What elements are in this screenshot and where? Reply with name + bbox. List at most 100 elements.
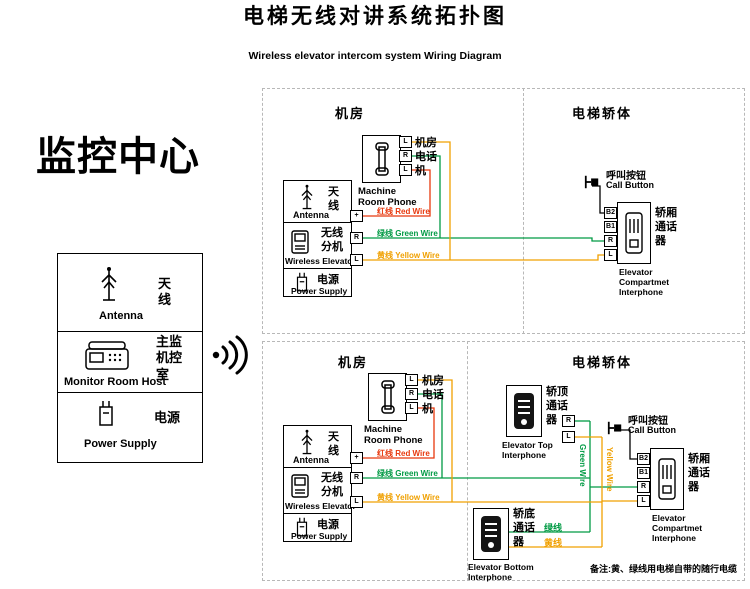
- terminal: B1: [637, 467, 650, 479]
- yellow-wire-vertical-label: Yellow Wire: [605, 447, 614, 492]
- bottom-wireless-unit-en: Wireless Elevator: [285, 501, 356, 511]
- bottom-compartment-interphone-en2: Compartmet: [652, 523, 703, 533]
- speaker-icon: [481, 516, 501, 552]
- terminal: R: [350, 472, 363, 484]
- wire-green-top-branch: [412, 155, 441, 238]
- monitor-host-label-en: Monitor Room Host: [64, 376, 167, 388]
- green-wire-vertical-label: Green Wire: [578, 444, 587, 487]
- region-bottom: [262, 341, 745, 581]
- terminal: R: [562, 415, 575, 427]
- top-compartment-interphone-en1: Elevator: [619, 267, 653, 277]
- monitor-antenna-label-zh: 天线: [158, 276, 172, 308]
- terminal: L: [405, 374, 418, 386]
- top-machine-room-phone-box: [362, 135, 401, 183]
- red-wire-label: 红线 Red Wire: [377, 449, 430, 458]
- top-wireless-antenna-en: Antenna: [293, 210, 329, 220]
- divider: [283, 467, 352, 468]
- terminal: +: [350, 452, 363, 464]
- bottom-machine-room-label: 机房: [338, 355, 369, 370]
- call-button-icon: [607, 421, 622, 435]
- terminal: L: [405, 402, 418, 414]
- bottom-wireless-power-en: Power Supply: [291, 531, 348, 541]
- yellow-stub-label: 黄线: [544, 538, 563, 548]
- bottom-compartment-interphone-en3: Interphone: [652, 533, 696, 543]
- wire-green-bottom-branch: [418, 393, 443, 478]
- wire-red-bottom: [363, 407, 435, 459]
- top-call-button-zh: 呼叫按钮: [606, 171, 646, 182]
- page-subtitle: Wireless elevator intercom system Wiring…: [248, 50, 502, 62]
- footnote: 备注:黄、绿线用电梯自带的随行电缆: [590, 564, 737, 574]
- green-stub-label: 绿线: [544, 523, 563, 533]
- top-call-button-en: Call Button: [606, 180, 654, 190]
- monitor-center-panel: [57, 253, 203, 463]
- elevator-bottom-interphone-zh: 轿底通话器: [513, 508, 535, 548]
- terminal: L: [350, 254, 363, 266]
- antenna-icon: [301, 429, 313, 455]
- wireless-extension-icon: [291, 474, 309, 498]
- terminal: +: [350, 210, 363, 222]
- top-wireless-power-zh: 电源: [317, 274, 339, 286]
- bottom-machine-room-phone-box: [368, 373, 407, 421]
- top-compartment-interphone-en2: Compartmet: [619, 277, 670, 287]
- antenna-icon: [101, 267, 117, 301]
- wireless-signal-icon: [212, 335, 248, 375]
- terminal: R: [399, 150, 412, 162]
- yellow-wire-label: 黄线 Yellow Wire: [377, 493, 440, 502]
- wire-yellow-top-main: [363, 254, 604, 261]
- wire-green-top-main: [363, 237, 604, 242]
- top-wireless-extension-zh: 无线分机: [321, 227, 343, 253]
- terminal: R: [604, 235, 617, 247]
- call-button-icon: [584, 175, 599, 189]
- terminal: B2: [604, 207, 617, 219]
- top-machine-room-phone-en: Machine Room Phone: [358, 186, 417, 209]
- bottom-machine-room-phone-zh: 机房电话机: [422, 375, 444, 415]
- terminal: R: [405, 388, 418, 400]
- terminal: R: [637, 481, 650, 493]
- region-bottom-divider: [467, 341, 468, 581]
- top-wireless-power-en: Power Supply: [291, 286, 348, 296]
- bottom-wireless-antenna-zh: 天线: [328, 431, 339, 457]
- wire-callbutton-top: [592, 185, 604, 214]
- terminal: R: [350, 232, 363, 244]
- wire-callbutton-bottom: [614, 429, 637, 460]
- elevator-top-interphone-zh: 轿顶通话器: [546, 386, 568, 426]
- desk-phone-icon: [85, 341, 129, 370]
- elevator-top-interphone-en: Elevator Top Interphone: [502, 440, 553, 461]
- region-top: [262, 88, 745, 334]
- divider: [283, 268, 352, 269]
- monitor-power-label-en: Power Supply: [84, 438, 157, 450]
- terminal: B1: [604, 221, 617, 233]
- bottom-wireless-extension-zh: 无线分机: [321, 472, 343, 498]
- top-machine-room-phone-zh: 机房电话机: [415, 137, 437, 177]
- yellow-wire-label: 黄线 Yellow Wire: [377, 251, 440, 260]
- green-wire-label: 绿线 Green Wire: [377, 229, 438, 238]
- bottom-machine-room-phone-en: Machine Room Phone: [364, 424, 423, 447]
- terminal: B2: [637, 453, 650, 465]
- wire-yellow-bottom-branch: [418, 379, 453, 502]
- terminal: L: [350, 496, 363, 508]
- power-adapter-icon: [296, 517, 308, 537]
- elevator-bottom-interphone-box: [473, 508, 509, 560]
- bottom-call-button-zh: 呼叫按钮: [628, 416, 668, 427]
- bottom-compartment-interphone-en1: Elevator: [652, 513, 686, 523]
- wire-yellow-top-branch: [412, 141, 451, 260]
- power-adapter-icon: [296, 272, 308, 292]
- region-top-divider: [523, 88, 524, 334]
- page-title: 电梯无线对讲系统拓扑图: [243, 5, 507, 28]
- top-compartment-interphone-zh: 轿厢通话器: [655, 207, 677, 247]
- terminal: L: [604, 249, 617, 261]
- bottom-compartment-interphone-zh: 轿厢通话器: [688, 453, 710, 493]
- divider: [283, 513, 352, 514]
- terminal: L: [399, 136, 412, 148]
- red-wire-label: 红线 Red Wire: [377, 207, 430, 216]
- bottom-wireless-power-zh: 电源: [317, 519, 339, 531]
- monitor-center-heading: 监控中心: [36, 135, 200, 179]
- monitor-host-label-zh: 主监机控室: [156, 334, 183, 382]
- top-wireless-unit-en: Wireless Elevator: [285, 256, 356, 266]
- divider: [57, 392, 203, 393]
- top-compartment-interphone-box: [617, 202, 651, 264]
- terminal: L: [399, 164, 412, 176]
- bottom-elevator-body-label: 电梯轿体: [572, 355, 633, 370]
- terminal: L: [637, 495, 650, 507]
